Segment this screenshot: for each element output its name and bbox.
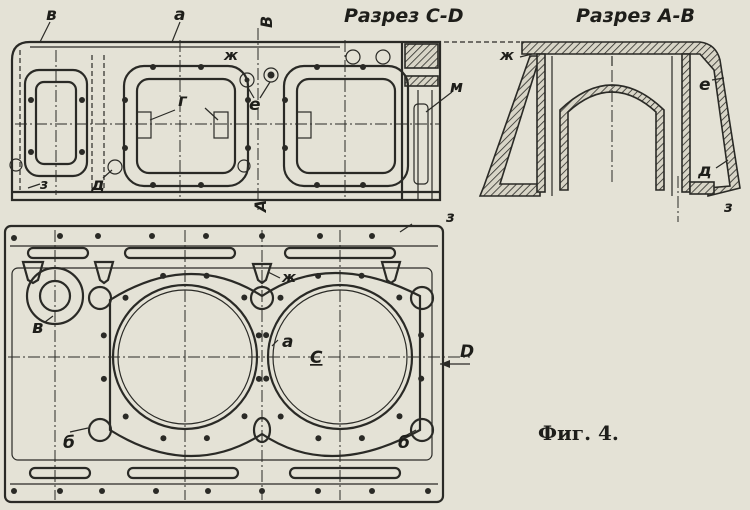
gasket-stud <box>255 375 262 382</box>
label-z-plan: з <box>445 208 455 226</box>
label-C: C <box>310 348 323 368</box>
label-a-top: а <box>174 5 185 25</box>
section-ab-right-pillar <box>681 53 691 193</box>
label-z-top: з <box>39 177 48 193</box>
label-g: г <box>178 91 188 111</box>
shield-4 <box>380 260 402 285</box>
gasket-studs <box>100 272 425 442</box>
port-right-inner <box>295 77 397 175</box>
gasket-stud <box>122 294 129 301</box>
label-e-ab: е <box>699 75 711 95</box>
label-d-ab: д <box>697 161 712 181</box>
gasket-stud <box>203 435 210 442</box>
slot-top-1 <box>26 246 90 260</box>
plan-inner-frame <box>11 267 433 461</box>
gasket-stud <box>203 272 210 279</box>
slot-bottom-3 <box>288 466 402 480</box>
label-zh-top: ж <box>223 48 239 64</box>
label-b-right: б <box>398 433 410 453</box>
slot-top-2 <box>123 246 237 260</box>
gasket-stud <box>358 435 365 442</box>
gasket-stud <box>241 294 248 301</box>
lug-g-left <box>136 111 152 139</box>
gasket-stud <box>418 375 425 382</box>
section-ab-left-pillar <box>536 53 546 193</box>
boss-v-outer <box>25 266 85 326</box>
label-zh-ab: ж <box>499 48 515 64</box>
shield-1 <box>21 260 45 285</box>
slot-bottom-1 <box>28 466 92 480</box>
gasket-stud <box>277 294 284 301</box>
channel-m <box>413 103 429 185</box>
section-ab-arch <box>559 84 665 191</box>
stud-lower <box>237 159 251 173</box>
edge-bolts <box>11 233 431 494</box>
gasket-stud <box>241 413 248 420</box>
plan-view <box>3 223 470 504</box>
gasket-stud <box>160 435 167 442</box>
gasket-stud <box>396 413 403 420</box>
gasket-stud <box>100 332 107 339</box>
shield-zh <box>251 262 273 285</box>
side-elevation-view <box>9 21 520 210</box>
label-B: B <box>257 16 276 28</box>
gasket-stud <box>315 272 322 279</box>
label-m: м <box>450 77 463 96</box>
section-ab-top-wall <box>521 41 741 198</box>
gasket-stud <box>100 375 107 382</box>
gasket-stud <box>277 413 284 420</box>
gasket-stud <box>396 294 403 301</box>
gasket-outline <box>108 271 422 458</box>
label-d-top: д <box>90 175 105 195</box>
lug-right <box>296 111 312 139</box>
label-z-ab: з <box>723 198 733 216</box>
cd-bolt-2 <box>375 49 391 65</box>
shield-2 <box>93 260 115 285</box>
section-ab-view <box>478 41 741 222</box>
hole-left-top <box>87 285 113 311</box>
gasket-stud <box>418 332 425 339</box>
port-right-outer <box>282 64 410 188</box>
gasket-stud <box>160 272 167 279</box>
section-cd-title: Разрез C-D <box>344 5 464 27</box>
hole-right-top <box>409 285 435 311</box>
stud-e-2 <box>263 67 279 83</box>
stud-d <box>107 159 123 175</box>
label-D: D <box>460 342 474 362</box>
label-a-plan: а <box>282 332 293 352</box>
label-A: A <box>251 200 270 214</box>
port-bolts <box>28 64 366 188</box>
lug-g-right <box>213 111 229 139</box>
hole-right-bottom <box>409 417 435 443</box>
gasket-stud <box>263 332 270 339</box>
figure-caption: Фиг. 4. <box>538 421 619 445</box>
stud-z <box>9 158 23 172</box>
gasket-stud <box>263 375 270 382</box>
gasket-stud <box>358 272 365 279</box>
label-v-plan: в <box>32 317 43 338</box>
slot-bottom-2 <box>126 466 240 480</box>
cd-bolt-1 <box>345 49 361 65</box>
label-v-top: в <box>46 5 57 25</box>
section-ab-left-wall <box>478 55 542 197</box>
gasket-stud <box>122 413 129 420</box>
section-cd-hatch-mid <box>404 75 439 87</box>
section-cd-hatch-top <box>404 43 439 69</box>
port-middle-outer <box>122 64 250 188</box>
hole-left-bottom <box>87 417 113 443</box>
label-e-top: е <box>249 95 261 115</box>
label-zh-plan: ж <box>281 270 297 286</box>
section-ab-right-foot <box>689 181 715 195</box>
elevation-outline <box>10 40 442 202</box>
section-ab-title: Разрез A-B <box>576 5 695 27</box>
gasket-stud <box>315 435 322 442</box>
label-b-left: б <box>63 433 75 453</box>
gasket-stud <box>255 332 262 339</box>
